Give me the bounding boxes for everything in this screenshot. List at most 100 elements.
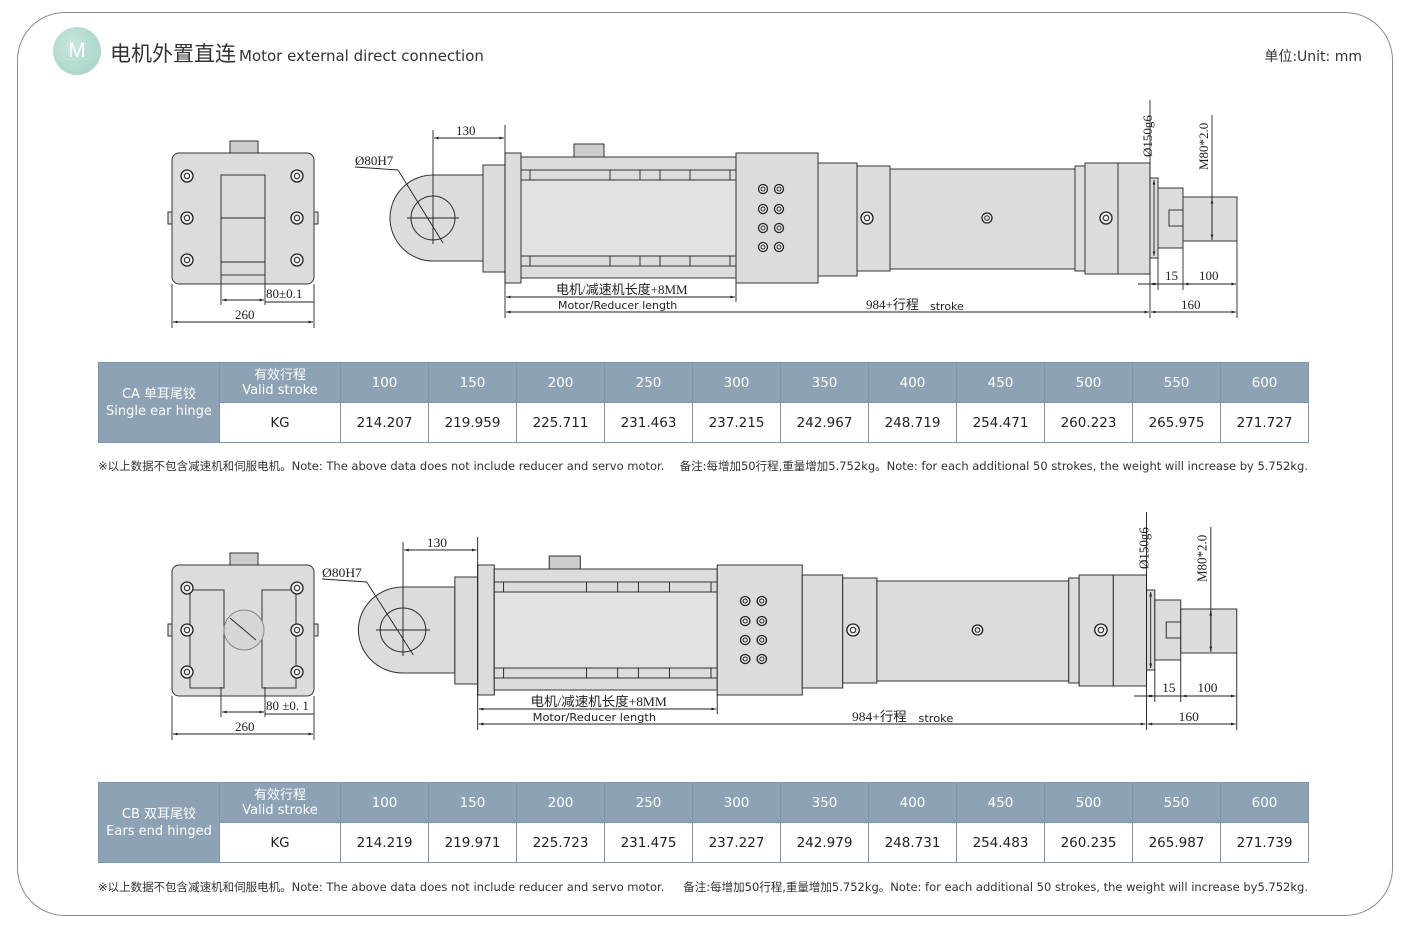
dim-160: 160 — [1179, 709, 1200, 724]
bolt-hole — [293, 584, 301, 592]
bolt-hole — [776, 206, 782, 212]
bolt-icon — [971, 624, 984, 636]
stroke-value: 100 — [340, 362, 429, 403]
section-badge: M — [53, 27, 101, 75]
bolt-hole — [759, 598, 765, 604]
flange-diameter-label: Ø150g6 — [1136, 527, 1151, 569]
weight-value: 248.731 — [868, 822, 957, 863]
bolt-hole — [293, 214, 301, 222]
stroke-value: 400 — [868, 782, 957, 823]
bolt-hole — [760, 206, 766, 212]
leader-line — [322, 578, 367, 583]
bolt-hole — [293, 256, 301, 264]
front-block — [1112, 574, 1148, 687]
motor-length-label: 电机/减速机长度+8MM — [531, 694, 668, 709]
bolt-hole — [293, 172, 301, 180]
weight-value: 237.215 — [692, 402, 781, 443]
bolt-hole — [776, 186, 782, 192]
stroke-value: 150 — [428, 782, 517, 823]
stroke-value: 500 — [1044, 362, 1133, 403]
neck-step — [1168, 209, 1184, 227]
bolt-icon — [757, 222, 769, 234]
dim-100: 100 — [1199, 268, 1219, 283]
bolt-icon — [290, 211, 304, 225]
bolt-icon — [756, 615, 768, 627]
bolt-hole — [759, 618, 765, 624]
side-tab — [167, 211, 173, 225]
stroke-value: 100 — [340, 782, 429, 823]
left-block — [189, 589, 225, 689]
bolt-hole — [849, 626, 857, 634]
weight-label: KG — [219, 822, 341, 863]
bolt-icon — [756, 653, 768, 665]
collar — [1068, 577, 1080, 684]
stroke-value: 150 — [428, 362, 517, 403]
bolt-hole — [759, 637, 765, 643]
weight-value: 254.483 — [956, 822, 1045, 863]
page-frame — [17, 12, 1393, 916]
leader-line — [397, 169, 444, 244]
connector-knob — [548, 555, 581, 570]
bolt-icon — [757, 203, 769, 215]
bolt-icon — [981, 212, 993, 224]
bolt-icon — [180, 581, 194, 595]
stroke-value: 300 — [692, 782, 781, 823]
bolt-icon — [290, 581, 304, 595]
bolt-icon — [739, 634, 751, 646]
stroke-value: 600 — [1220, 362, 1309, 403]
housing-window — [493, 591, 718, 669]
bolt-hole — [776, 244, 782, 250]
note-left: ※以上数据不包含减速机和伺服电机。Note: The above data do… — [98, 459, 665, 473]
bearing-block — [735, 152, 819, 284]
bolt-hole — [974, 627, 981, 633]
bolt-icon — [290, 665, 304, 679]
bolt-icon — [757, 241, 769, 253]
stroke-value: 450 — [956, 362, 1045, 403]
mounting-plate — [504, 152, 522, 284]
title-en: Motor external direct connection — [239, 47, 484, 65]
stroke-label-cn: 有效行程 — [253, 367, 306, 383]
bolt-icon — [860, 211, 874, 225]
bolt-hole — [742, 637, 748, 643]
width-dimension: 260 — [235, 307, 255, 322]
unit-label: 单位:Unit: mm — [1264, 49, 1362, 65]
bolt-icon — [1099, 211, 1113, 225]
flange-diameter-label: Ø150g6 — [1140, 115, 1155, 157]
stroke-value: 200 — [516, 362, 605, 403]
weight-value: 219.971 — [428, 822, 517, 863]
bolt-hole — [759, 656, 765, 662]
leader-line — [366, 581, 414, 656]
bolt-icon — [290, 253, 304, 267]
center-block — [220, 174, 266, 276]
pin-diameter-label: Ø80H7 — [322, 565, 362, 580]
bolt-icon — [756, 634, 768, 646]
adapter — [801, 574, 844, 689]
weight-value: 260.223 — [1044, 402, 1133, 443]
weight-value: 271.739 — [1220, 822, 1309, 863]
weight-value: 260.235 — [1044, 822, 1133, 863]
ear-length-dimension: 130 — [456, 123, 476, 138]
dim-15: 15 — [1165, 268, 1178, 283]
cylinder-tube — [876, 580, 1070, 682]
bearing-block — [716, 564, 803, 696]
weight-value: 242.979 — [780, 822, 869, 863]
side-tab — [313, 211, 319, 225]
weight-value: 219.959 — [428, 402, 517, 443]
bolt-icon — [1094, 623, 1108, 637]
weight-value: 242.967 — [780, 402, 869, 443]
width-dimension: 260 — [235, 719, 255, 734]
weight-value: 214.207 — [340, 402, 429, 443]
bolt-hole — [183, 584, 191, 592]
bolt-hole — [760, 244, 766, 250]
note-right: 备注:每增加50行程,重量增加5.752kg。Note: for each ad… — [683, 880, 1308, 894]
connector-knob — [229, 552, 259, 566]
piston-rod-end — [1182, 196, 1238, 242]
stroke-value: 200 — [516, 782, 605, 823]
